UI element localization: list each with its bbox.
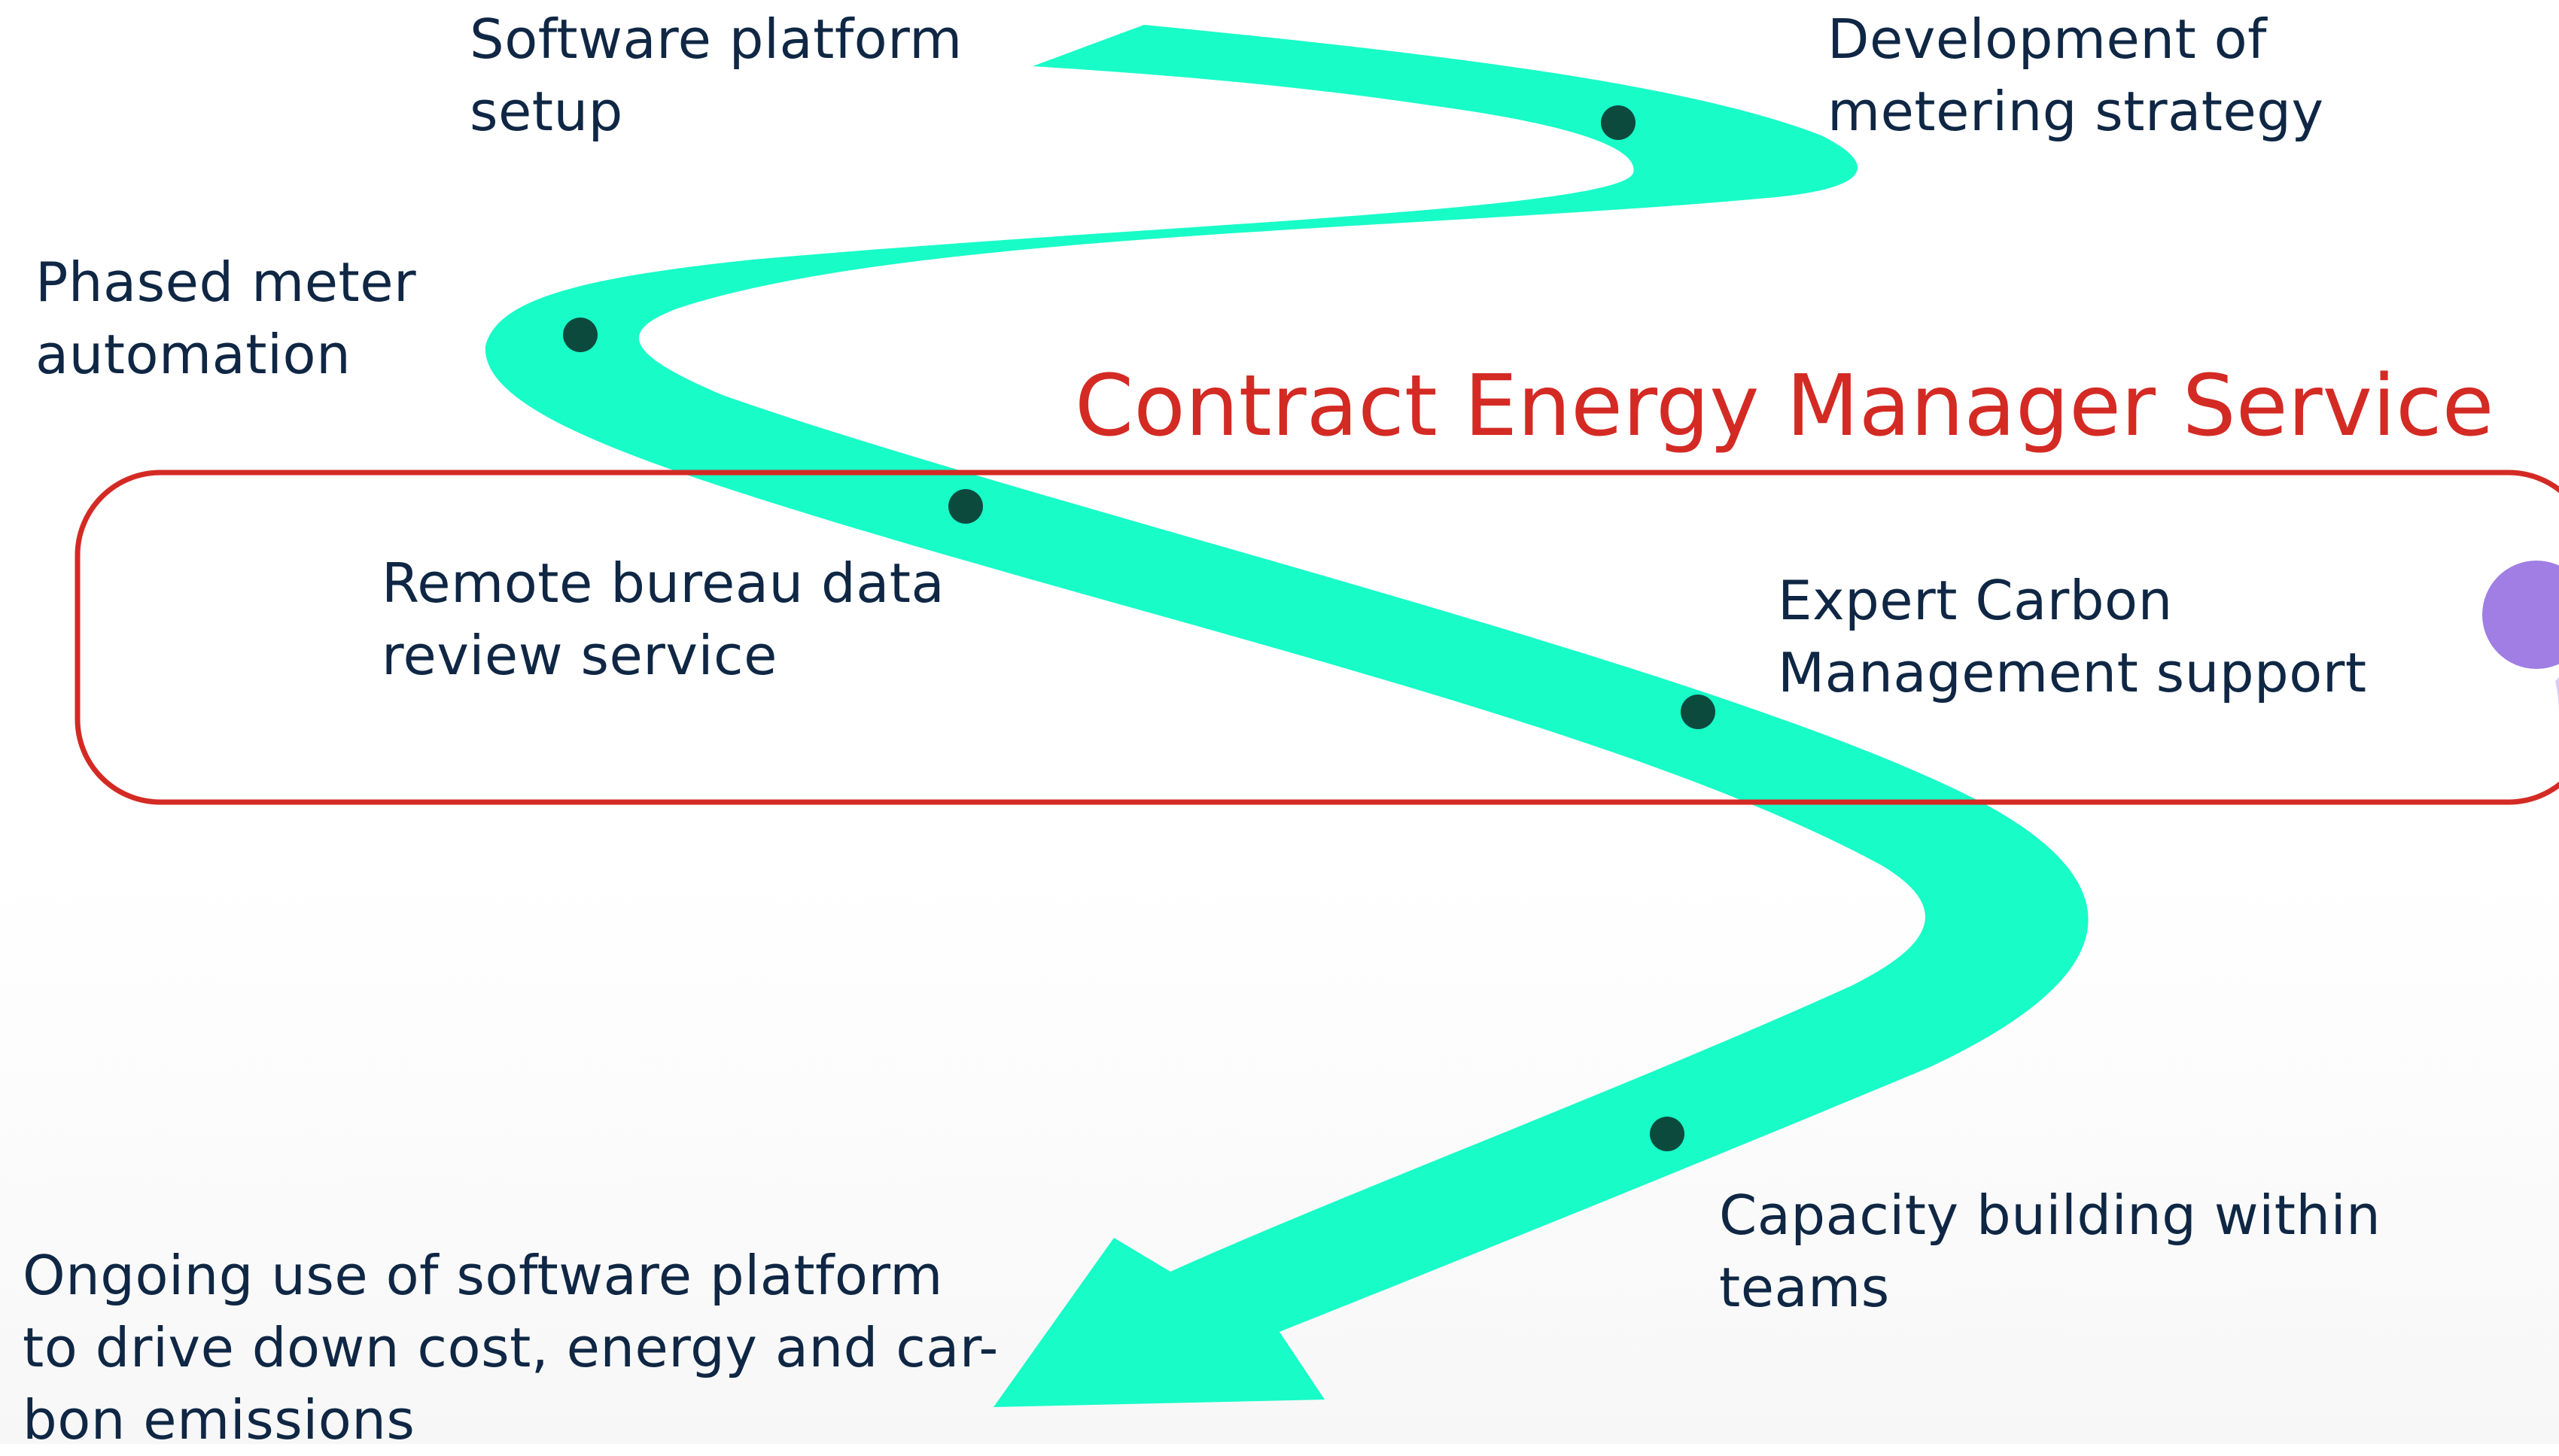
label-line: Development of [1827,8,2267,71]
purple-accent-circle [2482,561,2559,669]
step-label-software-platform-setup: Software platform setup [470,3,963,147]
step-label-ongoing-use: Ongoing use of software platform to driv… [23,1239,999,1456]
journey-ribbon [485,25,2089,1407]
step-dot-capacity-building [1650,1117,1684,1151]
label-line: automation [35,323,351,386]
step-dot-phased-meter [563,318,598,352]
label-line: Remote bureau data [382,552,945,615]
step-dot-remote-bureau [948,489,983,524]
label-line: teams [1719,1256,1890,1319]
label-line: bon emissions [23,1388,415,1451]
step-label-remote-bureau: Remote bureau data review service [382,547,945,692]
label-line: Expert Carbon [1778,569,2173,632]
label-line: to drive down cost, energy and car- [23,1316,999,1379]
lavender-accent-arc [2555,677,2559,715]
label-line: setup [470,80,623,143]
diagram-title: Contract Energy Manager Service [1075,357,2494,455]
step-label-phased-meter-automation: Phased meter automation [35,246,416,391]
step-dot-expert-carbon [1681,695,1715,729]
label-line: metering strategy [1827,80,2324,143]
step-label-capacity-building: Capacity building within teams [1719,1179,2381,1324]
highlight-box [75,470,2559,805]
label-line: Capacity building within [1719,1184,2381,1247]
label-line: Ongoing use of software platform [23,1244,943,1307]
label-line: Software platform [470,8,963,71]
step-dot-metering-strategy [1601,105,1636,140]
label-line: Management support [1778,641,2367,704]
label-line: review service [382,624,777,687]
step-label-expert-carbon: Expert Carbon Management support [1778,564,2367,709]
label-line: Phased meter [35,251,417,314]
step-label-metering-strategy: Development of metering strategy [1827,3,2324,147]
